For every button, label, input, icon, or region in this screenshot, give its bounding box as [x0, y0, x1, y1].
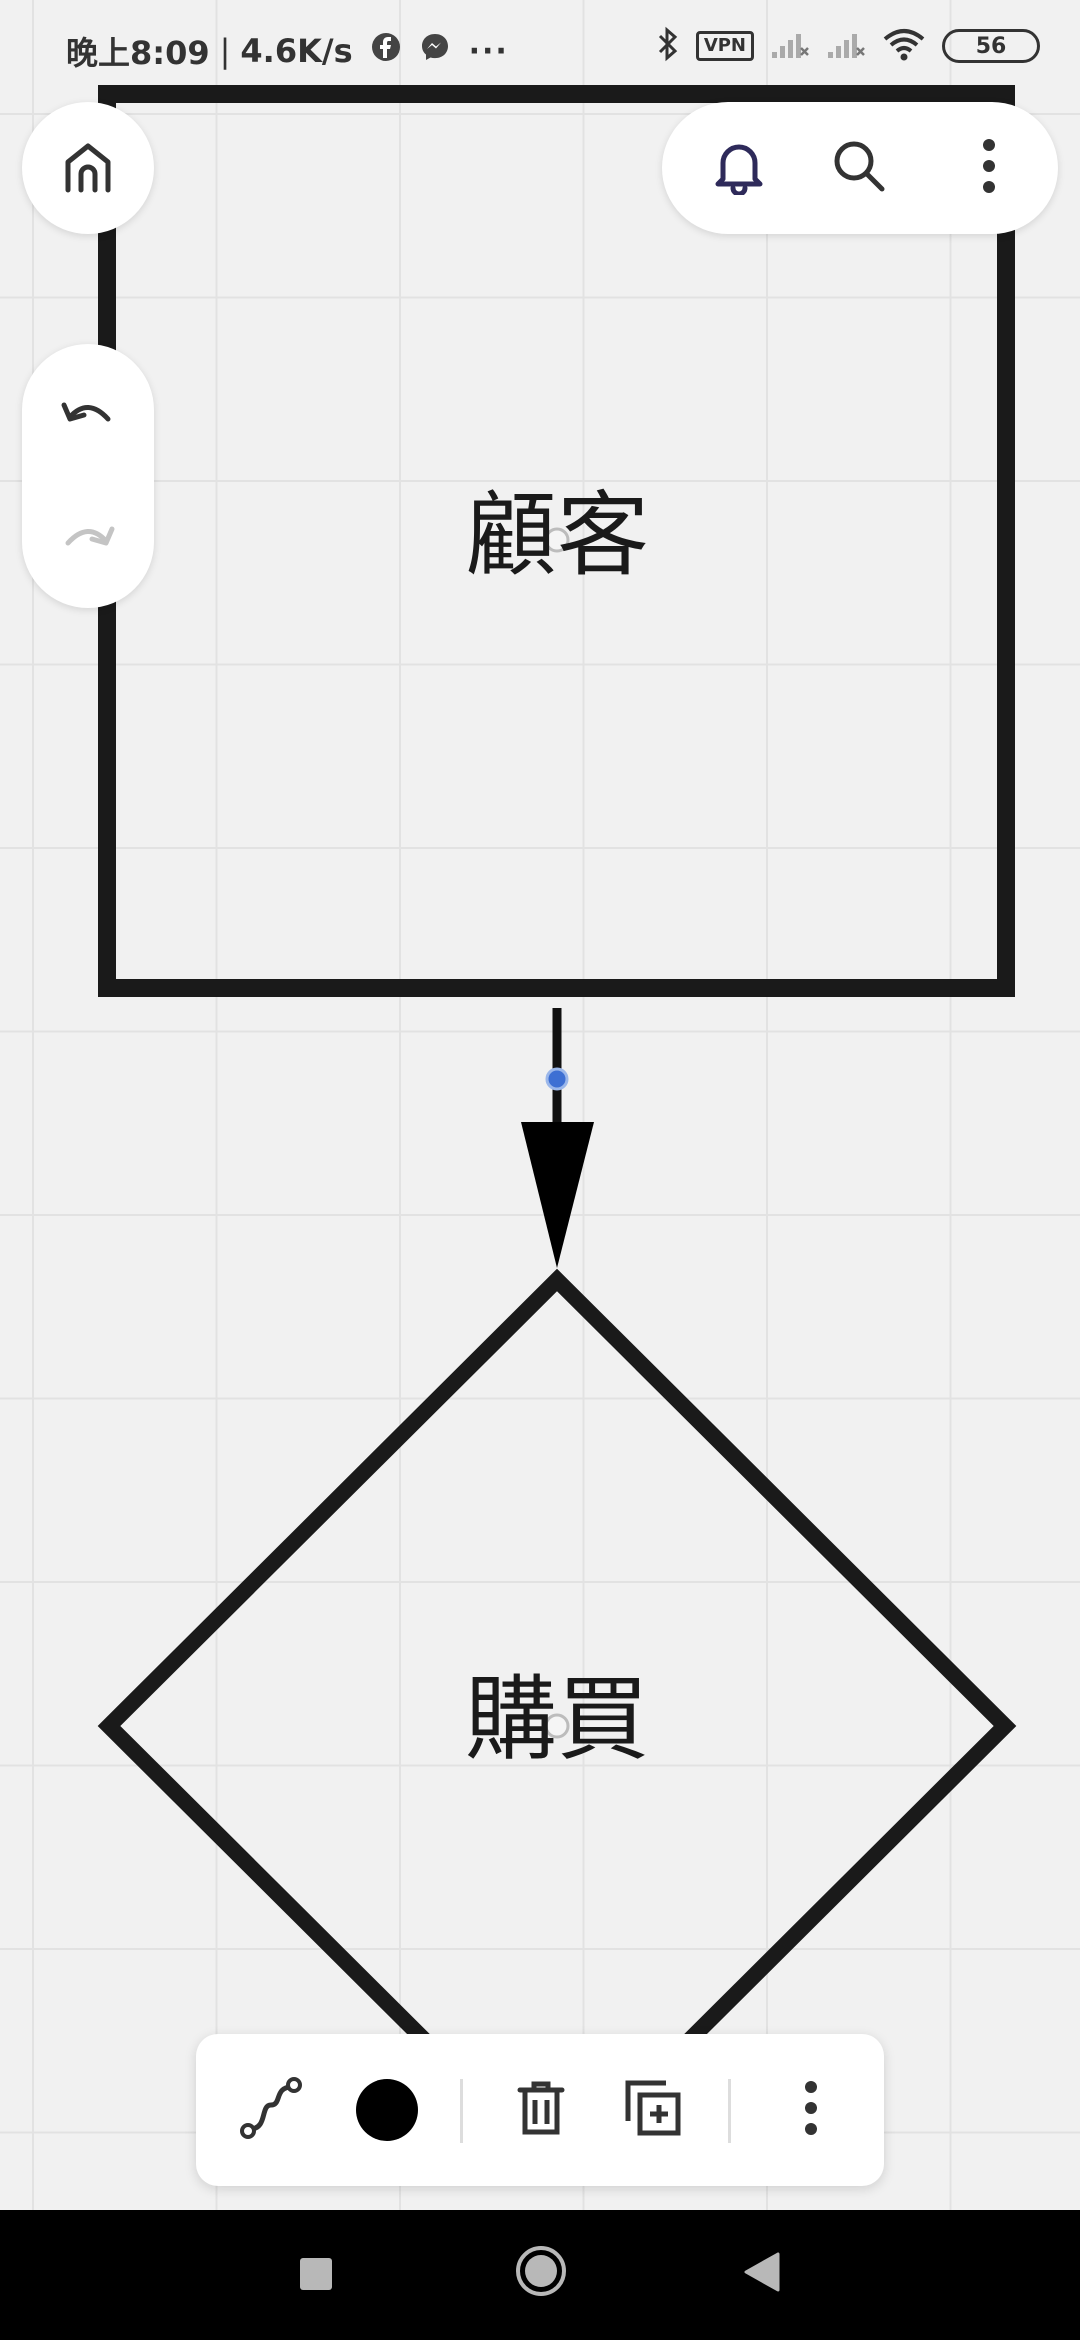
arrowhead	[521, 1122, 594, 1268]
node-center-anchor	[544, 1713, 570, 1739]
diamond-node-label: 購買	[464, 1666, 650, 1773]
delete-button[interactable]	[496, 2034, 586, 2186]
node-center-anchor	[544, 527, 570, 553]
color-picker-button[interactable]	[336, 2034, 438, 2186]
duplicate-button[interactable]	[608, 2034, 698, 2186]
more-vertical-icon	[804, 2080, 818, 2140]
notifications-button[interactable]	[694, 123, 784, 213]
toolbar-divider	[728, 2079, 731, 2143]
home-icon	[60, 140, 116, 196]
duplicate-icon	[624, 2079, 682, 2141]
signal-icon	[770, 28, 810, 64]
rectangle-node-label: 顧客	[464, 482, 650, 589]
messenger-icon	[419, 31, 451, 71]
recents-square-icon	[300, 2258, 332, 2290]
facebook-icon	[371, 32, 401, 70]
bell-icon	[712, 137, 766, 199]
more-vertical-icon	[982, 138, 996, 198]
back-button[interactable]	[730, 2242, 794, 2306]
top-actions-bar	[662, 102, 1058, 234]
redo-button[interactable]	[43, 494, 133, 584]
more-notifications: ···	[468, 33, 509, 69]
recents-button[interactable]	[284, 2242, 348, 2306]
color-swatch	[356, 2079, 418, 2141]
vpn-icon: VPN	[695, 31, 754, 61]
network-speed: 4.6K/s	[240, 32, 353, 70]
status-time: 晚上8:09	[66, 34, 210, 72]
home-circle-icon	[514, 2244, 568, 2302]
undo-button[interactable]	[43, 370, 133, 460]
history-controls	[22, 344, 154, 608]
more-options-button[interactable]	[944, 123, 1034, 213]
redo-icon	[60, 517, 116, 561]
home-button[interactable]	[22, 102, 154, 234]
connector-style-button[interactable]	[226, 2034, 316, 2186]
home-nav-button[interactable]	[508, 2240, 574, 2306]
back-triangle-icon	[742, 2250, 782, 2298]
flowchart-diagram	[97, 85, 1017, 2184]
status-separator: |	[219, 32, 231, 70]
system-nav-bar	[0, 2210, 1080, 2340]
whiteboard-canvas[interactable]: 顧客 購買	[0, 0, 1080, 2210]
wifi-icon	[882, 27, 926, 65]
connector-style-icon	[238, 2075, 304, 2145]
status-left: 晚上8:09 | 4.6K/s ···	[66, 28, 509, 74]
toolbar-more-button[interactable]	[766, 2034, 856, 2186]
signal-icon	[826, 28, 866, 64]
search-button[interactable]	[814, 123, 904, 213]
status-right: VPN 56	[656, 26, 1040, 66]
selection-toolbar	[196, 2034, 884, 2186]
toolbar-divider	[460, 2079, 463, 2143]
undo-icon	[60, 393, 116, 437]
trash-icon	[517, 2080, 565, 2140]
bluetooth-icon	[656, 26, 680, 66]
status-bar: 晚上8:09 | 4.6K/s ··· VPN 56	[0, 0, 1080, 100]
search-icon	[830, 137, 888, 199]
battery-icon: 56	[942, 29, 1040, 63]
connector-selection-handle[interactable]	[545, 1067, 569, 1091]
